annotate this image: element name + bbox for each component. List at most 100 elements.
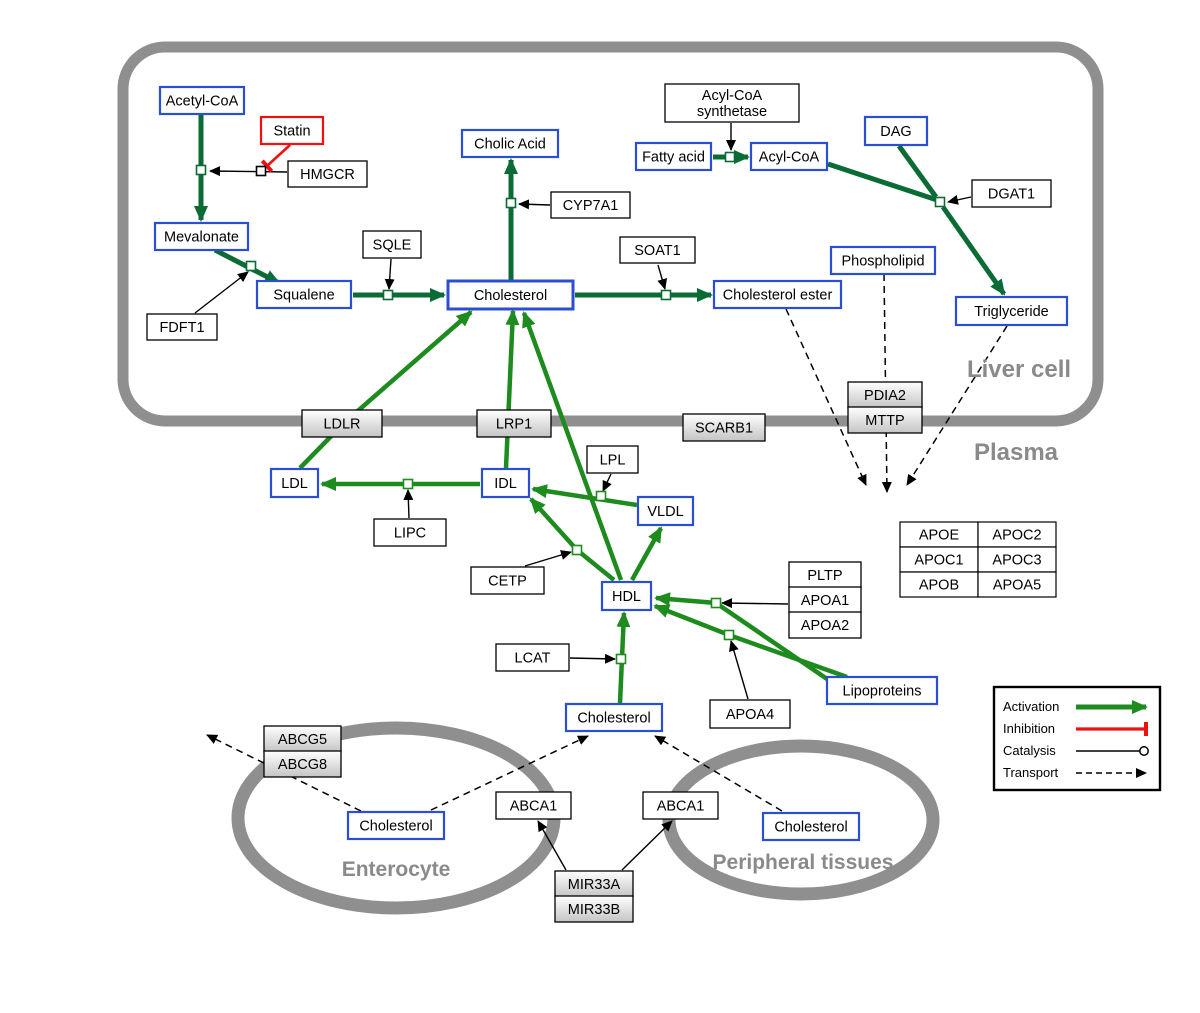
node-soat1[interactable]: SOAT1 <box>619 236 696 264</box>
node-box-fatty-acid <box>634 141 713 172</box>
node-box-hdl <box>600 580 653 612</box>
node-box-cholic-acid <box>460 128 560 159</box>
process-node <box>724 151 736 163</box>
node-apoa4[interactable]: APOA4 <box>709 699 791 729</box>
node-label-ldl: LDL <box>281 476 308 492</box>
node-abca1-peripheral[interactable]: ABCA1 <box>642 791 719 820</box>
node-box-abca1-enterocyte <box>495 791 572 820</box>
process-node <box>934 196 946 208</box>
node-box-cholesterol-liver <box>446 279 575 311</box>
node-box-triglyceride <box>954 295 1069 327</box>
apo-cell-box <box>977 521 1057 548</box>
node-label-lcat: LCAT <box>515 651 551 667</box>
node-statin[interactable]: Statin <box>259 115 325 146</box>
node-mir33b[interactable]: MIR33B <box>554 895 634 923</box>
apo-table-cell-APOC3[interactable]: APOC3 <box>977 546 1057 573</box>
apo-table-cell-APOB[interactable]: APOB <box>899 571 979 598</box>
node-lipc[interactable]: LIPC <box>373 518 447 547</box>
apo-table-cell-APOC1[interactable]: APOC1 <box>899 546 979 573</box>
node-cholesterol-peripheral[interactable]: Cholesterol <box>761 811 861 842</box>
node-lrp1[interactable]: LRP1 <box>476 409 552 438</box>
node-label-mir33b: MIR33B <box>568 902 620 918</box>
edge-idl-to-liver-cholesterol <box>503 309 520 469</box>
node-mevalonate[interactable]: Mevalonate <box>153 221 250 252</box>
node-ldlr[interactable]: LDLR <box>301 409 383 438</box>
peripheral-tissues-membrane <box>662 739 940 901</box>
edge-lcat-catalysis <box>569 653 616 664</box>
apo-cell-label: APOA5 <box>993 578 1041 594</box>
apo-table-cell-APOE[interactable]: APOE <box>899 521 979 548</box>
node-fatty-acid[interactable]: Fatty acid <box>634 141 713 172</box>
node-fdft1[interactable]: FDFT1 <box>146 313 218 341</box>
process-node <box>710 597 722 609</box>
node-cholesterol-enterocyte[interactable]: Cholesterol <box>346 810 446 841</box>
node-box-cetp <box>470 566 545 595</box>
node-cholic-acid[interactable]: Cholic Acid <box>460 128 560 159</box>
node-lipoproteins[interactable]: Lipoproteins <box>825 675 939 706</box>
node-label-cyp7a1: CYP7A1 <box>563 198 619 214</box>
node-hdl[interactable]: HDL <box>600 580 653 612</box>
process-node <box>595 490 607 502</box>
node-cholesterol-liver[interactable]: Cholesterol <box>446 279 575 311</box>
apo-table-cell-APOC2[interactable]: APOC2 <box>977 521 1057 548</box>
node-vldl[interactable]: VLDL <box>636 495 695 527</box>
edge-dag-to-dgat1-junction <box>896 144 939 199</box>
node-abcg5[interactable]: ABCG5 <box>263 725 342 753</box>
node-squalene[interactable]: Squalene <box>255 279 353 310</box>
edge-acyl-coa-to-dgat1-junction <box>827 161 938 203</box>
edge-lipc-catalysis <box>403 489 414 519</box>
node-mttp[interactable]: MTTP <box>847 406 923 434</box>
node-lcat[interactable]: LCAT <box>495 643 570 672</box>
apo-cell-label: APOE <box>919 528 960 544</box>
node-label-cholesterol-enterocyte: Cholesterol <box>359 819 432 835</box>
node-label-apoa1: APOA1 <box>801 593 849 609</box>
node-box-mir33b <box>554 895 634 923</box>
node-label-apoa4: APOA4 <box>726 707 774 723</box>
node-box-apoa4 <box>709 699 791 729</box>
node-ldl[interactable]: LDL <box>269 467 320 499</box>
node-apoa2[interactable]: APOA2 <box>788 611 862 639</box>
edge-statin-inhibits-hmgcr <box>260 144 291 173</box>
node-abcg8[interactable]: ABCG8 <box>263 750 342 778</box>
edge-triglyceride-secretion <box>906 325 1008 486</box>
node-label-cholesterol-ester: Cholesterol ester <box>723 288 833 304</box>
node-phospholipid[interactable]: Phospholipid <box>829 245 937 276</box>
legend-label-transport: Transport <box>1003 765 1059 780</box>
node-cetp[interactable]: CETP <box>470 566 545 595</box>
node-box-lrp1 <box>476 409 552 438</box>
node-pltp[interactable]: PLTP <box>788 561 862 589</box>
node-lpl[interactable]: LPL <box>586 445 639 474</box>
node-label-mir33a: MIR33A <box>568 877 621 893</box>
node-box-lipoproteins <box>825 675 939 706</box>
node-cholesterol-plasma[interactable]: Cholesterol <box>564 702 664 733</box>
node-mir33a[interactable]: MIR33A <box>554 870 634 898</box>
node-triglyceride[interactable]: Triglyceride <box>954 295 1069 327</box>
node-pdia2[interactable]: PDIA2 <box>847 381 923 409</box>
node-cyp7a1[interactable]: CYP7A1 <box>550 191 631 219</box>
process-node <box>195 164 207 176</box>
process-node <box>571 544 583 556</box>
node-acyl-coa[interactable]: Acyl-CoA <box>749 141 829 172</box>
node-dgat1[interactable]: DGAT1 <box>971 179 1052 208</box>
node-sqle[interactable]: SQLE <box>362 230 422 259</box>
node-label-pltp: PLTP <box>807 568 842 584</box>
apo-table-cell-APOA5[interactable]: APOA5 <box>977 571 1057 598</box>
node-label-phospholipid: Phospholipid <box>841 254 924 270</box>
node-cholesterol-ester[interactable]: Cholesterol ester <box>712 279 843 310</box>
node-box-sqle <box>362 230 422 259</box>
node-dag[interactable]: DAG <box>863 115 929 147</box>
node-hmgcr[interactable]: HMGCR <box>287 160 368 188</box>
node-abca1-enterocyte[interactable]: ABCA1 <box>495 791 572 820</box>
node-acetyl-coa[interactable]: Acetyl-CoA <box>158 85 246 116</box>
edge-pltp-apoa-catalysis <box>721 598 789 609</box>
node-scarb1[interactable]: SCARB1 <box>682 413 766 442</box>
node-idl[interactable]: IDL <box>480 467 531 499</box>
node-label-scarb1: SCARB1 <box>695 421 753 437</box>
node-label-cholesterol-plasma: Cholesterol <box>577 711 650 727</box>
node-box-mir33a <box>554 870 634 898</box>
node-label-acyl-coa: Acyl-CoA <box>759 150 820 166</box>
apo-cell-box <box>977 546 1057 573</box>
node-apoa1[interactable]: APOA1 <box>788 586 862 614</box>
